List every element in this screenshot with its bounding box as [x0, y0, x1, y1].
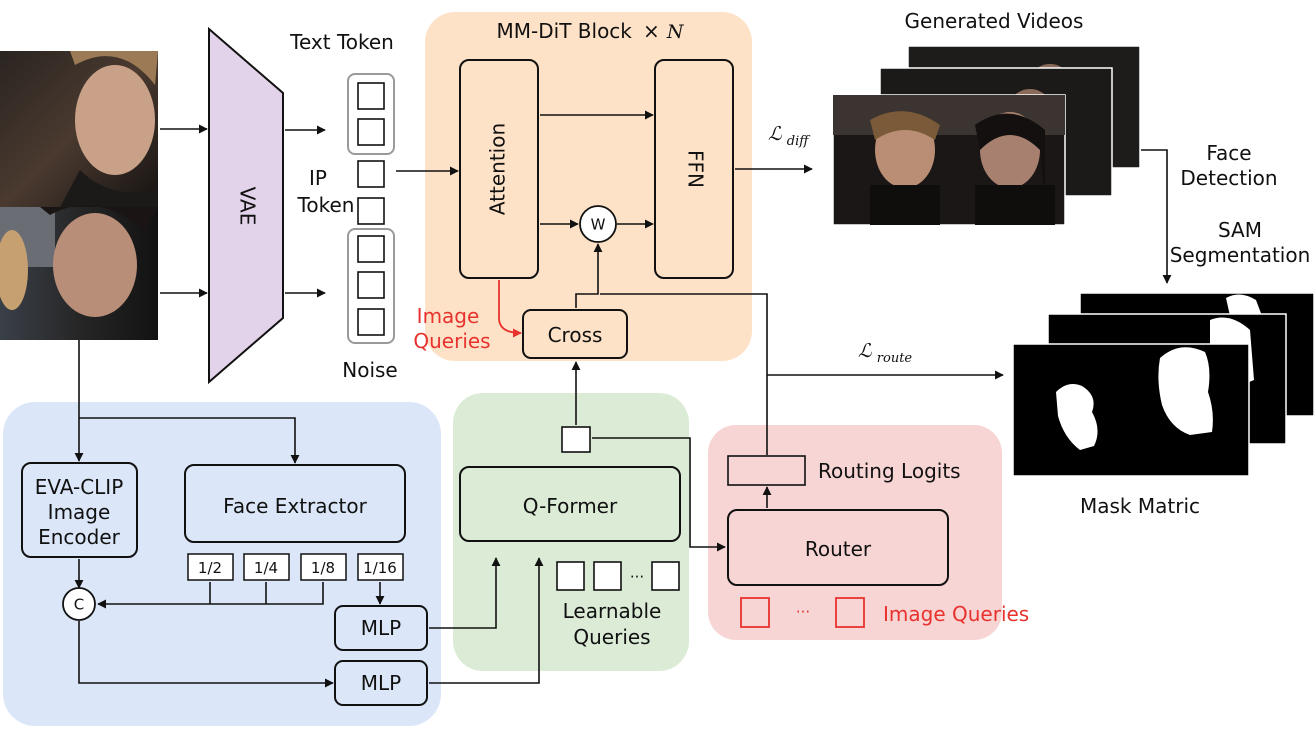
ip-token-label-2: Token: [297, 193, 355, 217]
noise-token-cell: [357, 271, 385, 299]
ffn-label: FFN: [684, 150, 708, 188]
ip-token-cell: [357, 197, 385, 225]
routing-logits-label: Routing Logits: [818, 459, 961, 483]
qformer-output-token: [561, 426, 591, 453]
image-query-cell: [740, 597, 770, 628]
image-queries-left-1: Image: [417, 304, 480, 328]
vae-block: [208, 26, 284, 385]
qformer-block: [459, 466, 681, 542]
learnable-query-cell: [556, 561, 585, 591]
noise-label: Noise: [342, 358, 397, 382]
ip-token-cell: [357, 160, 385, 188]
learnable-query-ellipsis: ···: [630, 568, 644, 586]
image-queries-left-2: Queries: [413, 329, 490, 353]
scale-label-1-4: 1/4: [254, 559, 278, 577]
ffn-block: [654, 59, 734, 279]
attention-block: [459, 59, 539, 279]
scale-box-1-8: [300, 553, 347, 581]
input-image-top: [0, 51, 158, 207]
concat-node: [62, 587, 96, 621]
text-token-cell: [357, 118, 385, 146]
scale-box-1-16: [357, 553, 404, 581]
eva-clip-label-2: Image: [48, 500, 111, 524]
concat-node-label: C: [74, 596, 84, 614]
text-token-group: [347, 73, 395, 155]
eva-clip-label-1: EVA-CLIP: [35, 475, 124, 499]
vae-label: VAE: [236, 187, 260, 226]
face-detection-label-1: Face: [1206, 141, 1251, 165]
loss-diff: ℒ diff: [768, 123, 811, 149]
noise-token-group: [347, 228, 395, 344]
scale-label-1-16: 1/16: [363, 559, 397, 577]
noise-token-cell: [357, 308, 385, 336]
image-query-ellipsis: ···: [796, 603, 810, 621]
learnable-queries-label-1: Learnable: [563, 599, 662, 623]
router-block: [727, 509, 949, 586]
qformer-label: Q-Former: [523, 494, 618, 518]
scale-label-1-8: 1/8: [311, 559, 335, 577]
text-token-cell: [357, 82, 385, 110]
eva-clip-label-3: Encoder: [38, 525, 121, 549]
text-token-label: Text Token: [289, 30, 394, 54]
cross-block: [522, 309, 628, 359]
learnable-query-cell: [651, 561, 680, 591]
ip-token-label-1: IP: [309, 166, 327, 190]
scale-label-1-2: 1/2: [198, 559, 222, 577]
mask-frame: [1012, 343, 1250, 477]
router-label: Router: [805, 537, 872, 561]
generated-videos-label: Generated Videos: [905, 9, 1084, 33]
face-extractor-block: [184, 464, 406, 543]
image-queries-right-label: Image Queries: [883, 602, 1029, 626]
eva-clip-encoder: [21, 462, 138, 558]
loss-route: ℒ route: [858, 340, 912, 366]
image-query-cell: [835, 597, 865, 628]
face-extractor-label: Face Extractor: [223, 494, 367, 518]
generated-video-frame: [832, 94, 1066, 226]
mmdit-title: MM-DiT Block × N: [497, 19, 685, 43]
mask-matric-label: Mask Matric: [1080, 494, 1200, 518]
learnable-queries-label-2: Queries: [573, 625, 650, 649]
mlp-label-face: MLP: [361, 616, 401, 640]
weight-node-label: W: [591, 216, 606, 234]
cross-label: Cross: [548, 323, 603, 347]
input-image-bottom: [0, 205, 158, 340]
weight-node: [579, 205, 617, 243]
routing-logits-box: [727, 455, 806, 486]
scale-box-1-4: [243, 553, 290, 581]
scale-box-1-2: [187, 553, 234, 581]
mlp-block-face: [334, 605, 428, 651]
learnable-query-cell: [593, 561, 622, 591]
noise-token-cell: [357, 235, 385, 263]
mlp-block-clip: [334, 660, 428, 706]
mlp-label-clip: MLP: [361, 671, 401, 695]
sam-label-1: SAM: [1218, 218, 1262, 242]
face-detection-label-2: Detection: [1180, 166, 1277, 190]
sam-label-2: Segmentation: [1170, 243, 1311, 267]
attention-label: Attention: [486, 123, 510, 215]
